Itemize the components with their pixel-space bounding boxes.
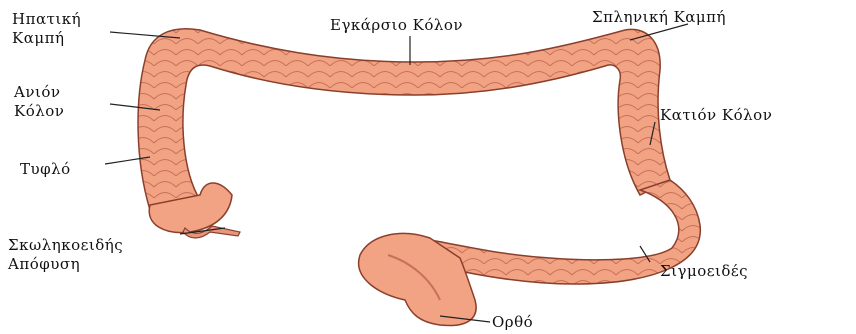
label-cecum: Τυφλό [20, 160, 71, 179]
label-sigmoid: Σιγμοειδές [660, 262, 748, 281]
colon-main-body [138, 29, 670, 210]
label-ascending-colon-line1: Ανιόν [14, 83, 64, 102]
label-splenic-flexure: Σπληνική Καμπή [592, 8, 726, 27]
label-appendix-line2: Απόφυση [8, 255, 123, 274]
label-ascending-colon: Ανιόν Κόλον [14, 83, 64, 121]
label-transverse-colon: Εγκάρσιο Κόλον [330, 16, 463, 35]
label-ascending-colon-line2: Κόλον [14, 102, 64, 121]
label-hepatic-flexure: Ηπατική Καμπή [12, 10, 81, 48]
label-rectum: Ορθό [492, 313, 533, 332]
label-appendix-line1: Σκωληκοειδής [8, 236, 123, 255]
label-hepatic-flexure-line2: Καμπή [12, 29, 81, 48]
label-descending-colon: Κατιόν Κόλον [660, 106, 772, 125]
label-appendix: Σκωληκοειδής Απόφυση [8, 236, 123, 274]
label-hepatic-flexure-line1: Ηπατική [12, 10, 81, 29]
